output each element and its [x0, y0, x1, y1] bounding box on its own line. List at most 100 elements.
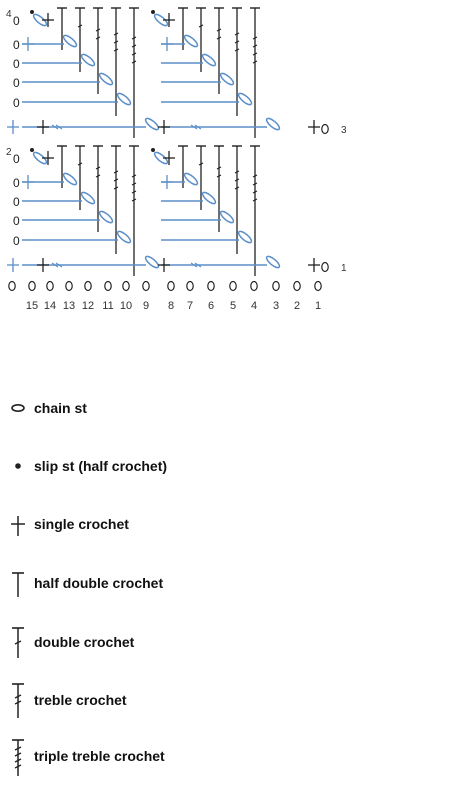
- blue-chain-loop: [144, 255, 160, 269]
- blue-chain-loop: [116, 92, 132, 106]
- blue-tick: [55, 262, 63, 268]
- chain-zero: 0: [13, 38, 20, 52]
- blue-chain-loop: [153, 13, 169, 27]
- blue-tick: [51, 262, 59, 268]
- row-number-left: 4: [6, 9, 12, 20]
- blue-chain-loop: [80, 191, 96, 205]
- legend-label: double crochet: [34, 634, 135, 650]
- chain-zero: 0: [13, 152, 20, 166]
- stem-tick: [113, 170, 119, 174]
- stem-tick: [234, 170, 240, 174]
- stem-tick: [131, 182, 137, 186]
- column-number: 2: [294, 300, 300, 312]
- triple-treble-crochet-icon: [12, 739, 24, 776]
- row-number-right: 3: [341, 125, 347, 136]
- stem-tick: [113, 178, 119, 182]
- stem-tick: [95, 166, 101, 170]
- column-number: 7: [187, 300, 193, 312]
- chain-zero: 0: [13, 57, 20, 71]
- stem-tick: [252, 198, 258, 202]
- chain-zero: 0: [13, 214, 20, 228]
- stem-tick: [131, 60, 137, 64]
- blue-chain-loop: [201, 53, 217, 67]
- legend-label: single crochet: [34, 516, 129, 532]
- legend-label: treble crochet: [34, 692, 127, 708]
- legend-label: triple treble crochet: [34, 748, 165, 764]
- blue-tick: [190, 262, 198, 268]
- stem-tick: [234, 178, 240, 182]
- blue-chain-loop: [32, 13, 48, 27]
- stem-tick: [198, 162, 204, 166]
- blue-chain-loop: [201, 191, 217, 205]
- blue-chain-loop: [183, 34, 199, 48]
- blue-chain-loop: [62, 34, 78, 48]
- stem-tick: [113, 32, 119, 36]
- stem-tick: [216, 36, 222, 40]
- chain-st-icon: [11, 403, 25, 412]
- foundation-chain-st: [250, 280, 258, 292]
- blue-tick: [51, 124, 59, 130]
- stem-tick: [77, 162, 83, 166]
- blue-tick: [55, 124, 63, 130]
- column-number: 12: [82, 300, 94, 312]
- foundation-chain-st: [293, 280, 301, 292]
- blue-chain-loop: [237, 92, 253, 106]
- stem-tick: [131, 44, 137, 48]
- foundation-chain-st: [65, 280, 73, 292]
- foundation-chain-st: [314, 280, 322, 292]
- foundation-chain-st: [229, 280, 237, 292]
- foundation-chain-st: [28, 280, 36, 292]
- blue-chain-loop: [32, 151, 48, 165]
- column-number: 3: [273, 300, 279, 312]
- double-crochet-icon: [12, 627, 24, 658]
- chain-zero: 0: [13, 96, 20, 110]
- blue-chain-loop: [237, 230, 253, 244]
- stem-tick: [252, 36, 258, 40]
- slip-st-icon: [151, 148, 155, 152]
- treble-crochet-icon: [12, 683, 24, 718]
- blue-tick: [190, 124, 198, 130]
- column-number: 10: [120, 300, 132, 312]
- stem-tick: [113, 48, 119, 52]
- stem-tick: [95, 174, 101, 178]
- foundation-chain-st: [142, 280, 150, 292]
- chain-zero: 0: [13, 234, 20, 248]
- legend-label: slip st (half crochet): [34, 458, 168, 474]
- column-number: 14: [44, 300, 56, 312]
- row-number-left: 2: [6, 147, 12, 158]
- stem-tick: [234, 40, 240, 44]
- slip-st-icon: [151, 10, 155, 14]
- foundation-chain-st: [186, 280, 194, 292]
- blue-chain-loop: [219, 72, 235, 86]
- column-number: 6: [208, 300, 214, 312]
- blue-chain-loop: [265, 117, 281, 131]
- stem-tick: [131, 174, 137, 178]
- half-double-crochet-icon: [12, 572, 24, 597]
- column-number: 15: [26, 300, 38, 312]
- chain-zero: 0: [13, 76, 20, 90]
- foundation-chain-st: [46, 280, 54, 292]
- stem-tick: [234, 48, 240, 52]
- stem-tick: [252, 182, 258, 186]
- stem-tick: [131, 198, 137, 202]
- column-number: 5: [230, 300, 236, 312]
- blue-chain-loop: [153, 151, 169, 165]
- stem-tick: [131, 52, 137, 56]
- foundation-chain-st: [167, 280, 175, 292]
- stem-tick: [113, 186, 119, 190]
- stem-tick: [113, 40, 119, 44]
- stem-tick: [252, 190, 258, 194]
- blue-chain-loop: [62, 172, 78, 186]
- legend-label: half double crochet: [34, 575, 164, 591]
- chain-zero: 0: [13, 176, 20, 190]
- column-number: 11: [102, 300, 113, 312]
- blue-chain-loop: [144, 117, 160, 131]
- blue-chain-loop: [219, 210, 235, 224]
- foundation-chain-st: [8, 280, 16, 292]
- blue-chain-loop: [98, 72, 114, 86]
- blue-chain-loop: [98, 210, 114, 224]
- column-number: 1: [315, 300, 321, 312]
- blue-chain-loop: [183, 172, 199, 186]
- foundation-chain-st: [104, 280, 112, 292]
- slip-st-icon: [15, 463, 21, 469]
